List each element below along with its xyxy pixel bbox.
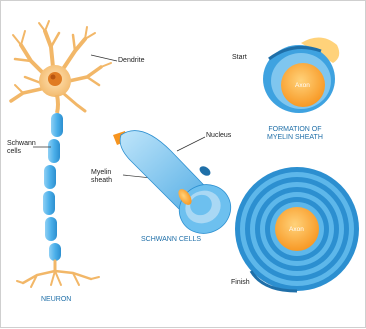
axon-label-finish: Axon — [289, 226, 304, 233]
axon-segments — [43, 113, 63, 261]
nucleus-label: Nucleus — [206, 132, 231, 140]
schwann-cells-caption: SCHWANN CELLS — [141, 236, 201, 244]
schwann-cell — [113, 131, 239, 242]
formation-start — [263, 37, 339, 113]
dendrite-leader — [91, 55, 117, 61]
dendrites — [11, 21, 111, 111]
dendrite-label: Dendrite — [118, 57, 144, 65]
nucleus-leader — [177, 137, 205, 151]
axon-label-start: Axon — [295, 82, 310, 89]
schwann-cells-label: Schwann cells — [7, 140, 36, 156]
axon-terminals — [17, 261, 99, 287]
neuron-nucleus — [48, 72, 62, 86]
finish-label: Finish — [231, 279, 250, 287]
neuron-caption: NEURON — [41, 296, 71, 304]
myelin-sheath-label: Myelin sheath — [91, 169, 112, 185]
formation-caption: FORMATION OF MYELIN SHEATH — [267, 126, 323, 142]
start-label: Start — [232, 54, 247, 62]
